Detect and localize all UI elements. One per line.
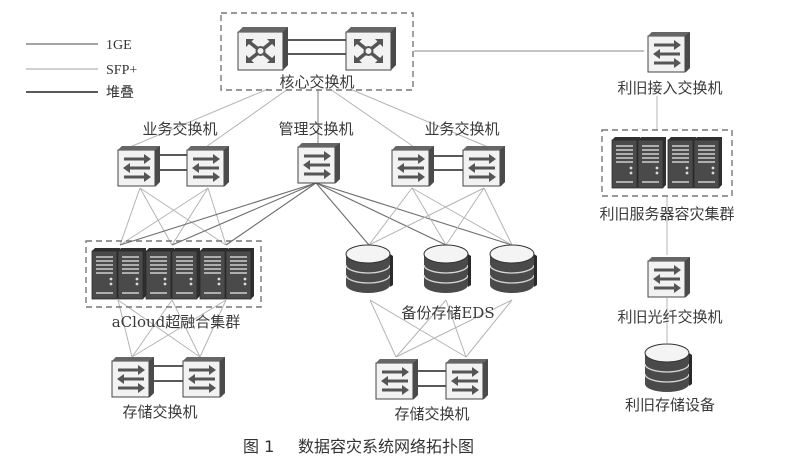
storage-switch-right-group: 存储交换机 (374, 357, 490, 423)
link-biz-acloud (171, 187, 209, 246)
legacy-storage-group: 利旧存储设备 (625, 343, 715, 414)
switch-icon (374, 357, 420, 401)
legacy-server-cluster-label: 利旧服务器容灾集群 (599, 205, 734, 223)
business-switch-left-label: 业务交换机 (142, 120, 217, 138)
link-mgmt-eds (315, 182, 370, 246)
legend: 1GE SFP+ 堆叠 (26, 38, 137, 101)
links (117, 50, 668, 358)
link-core-biz-left-b (205, 88, 289, 148)
link-biz-eds (411, 187, 513, 246)
link-core-biz-right-a (329, 88, 415, 148)
figure-number: 图 1 (243, 437, 274, 456)
storage-switch-right-label: 存储交换机 (394, 405, 469, 423)
link-mgmt-acloud (171, 182, 317, 246)
link-core-biz-right-b (349, 88, 489, 148)
legend-item-1ge: 1GE (26, 38, 132, 53)
legend-label-stack: 堆叠 (106, 85, 134, 101)
switch-icon (646, 30, 692, 74)
server-icon (225, 247, 255, 300)
storage-switch-left-group: 存储交换机 (110, 355, 227, 421)
disk-storage-icon (644, 343, 693, 393)
link-acloud-storage-sw (131, 299, 173, 358)
disk-storage-icon (489, 244, 538, 294)
link-acloud-storage-sw (117, 299, 133, 358)
core-switch-icon (344, 25, 398, 72)
switch-icon (296, 141, 342, 185)
backup-storage-label: 备份存储EDS (401, 304, 494, 322)
link-biz-eds (368, 187, 485, 246)
link-biz-acloud (139, 187, 173, 246)
link-mgmt-acloud (225, 182, 317, 246)
link-biz-acloud (139, 187, 227, 246)
link-biz-acloud (207, 187, 227, 246)
server-icon (145, 247, 175, 300)
legend-item-sfp: SFP+ (26, 63, 137, 78)
storage-switch-left-label: 存储交换机 (122, 403, 197, 421)
legend-label-1ge: 1GE (106, 38, 132, 53)
management-switch-group: 管理交换机 (278, 120, 354, 185)
legacy-fiber-switch-label: 利旧光纤交换机 (617, 308, 722, 326)
link-eds-storage-sw (445, 299, 467, 358)
disk-storage-icon (423, 244, 472, 294)
link-biz-eds (445, 187, 485, 246)
link-acloud-storage-sw (117, 299, 201, 358)
business-switch-left-group: 业务交换机 (116, 120, 231, 188)
link-eds-storage-sw (395, 299, 513, 358)
core-switch-boundary (220, 12, 414, 91)
link-eds-storage-sw (369, 299, 397, 358)
switch-icon (444, 357, 490, 401)
core-switch-group: 核心交换机 (220, 12, 414, 91)
link-biz-acloud (119, 187, 209, 246)
server-icon (91, 247, 121, 300)
legacy-storage-label: 利旧存储设备 (625, 396, 715, 414)
server-icon (117, 247, 147, 300)
core-switch-icon (236, 25, 290, 72)
server-icon (637, 136, 667, 189)
legacy-access-switch-label: 利旧接入交换机 (617, 79, 722, 97)
core-switch-label: 核心交换机 (279, 73, 354, 91)
figure-caption: 图 1 数据容灾系统网络拓扑图 (243, 437, 474, 456)
legacy-server-cluster-boundary (601, 129, 733, 197)
link-biz-eds (368, 187, 413, 246)
server-icon (199, 247, 229, 300)
acloud-cluster-group: aCloud超融合集群 (85, 240, 262, 331)
server-icon (171, 247, 201, 300)
link-mgmt-eds (315, 182, 513, 246)
server-icon (693, 136, 723, 189)
switch-icon (185, 144, 231, 188)
acloud-cluster-label: aCloud超融合集群 (112, 313, 241, 331)
legacy-access-switch-group: 利旧接入交换机 (617, 30, 723, 97)
business-switch-right-label: 业务交换机 (424, 120, 499, 138)
link-acloud-storage-sw (131, 299, 227, 358)
link-biz-eds (411, 187, 447, 246)
link-eds-storage-sw (369, 299, 467, 358)
link-acloud-storage-sw (199, 299, 227, 358)
switch-icon (181, 355, 227, 399)
link-mgmt-eds (315, 182, 447, 246)
legend-item-stack: 堆叠 (26, 85, 134, 101)
disk-storage-icon (345, 244, 394, 294)
link-biz-acloud (119, 187, 141, 246)
link-eds-storage-sw (395, 299, 447, 358)
legend-label-sfp: SFP+ (106, 63, 137, 78)
server-icon (667, 136, 697, 189)
business-switch-right-group: 业务交换机 (390, 120, 507, 188)
link-biz-eds (483, 187, 513, 246)
switch-icon (390, 144, 436, 188)
link-core-biz-left-a (129, 88, 269, 148)
link-acloud-storage-sw (171, 299, 201, 358)
server-icon (611, 136, 641, 189)
management-switch-label: 管理交换机 (278, 120, 353, 138)
switch-icon (110, 355, 156, 399)
switch-icon (116, 144, 162, 188)
switch-icon (646, 255, 692, 299)
switch-icon (461, 144, 507, 188)
link-mgmt-acloud (119, 182, 317, 246)
figure-title: 数据容灾系统网络拓扑图 (298, 437, 474, 456)
backup-storage-group: 备份存储EDS (345, 244, 538, 322)
link-eds-storage-sw (465, 299, 513, 358)
legacy-server-cluster-group: 利旧服务器容灾集群 (599, 129, 735, 223)
legacy-fiber-switch-group: 利旧光纤交换机 (617, 255, 723, 326)
